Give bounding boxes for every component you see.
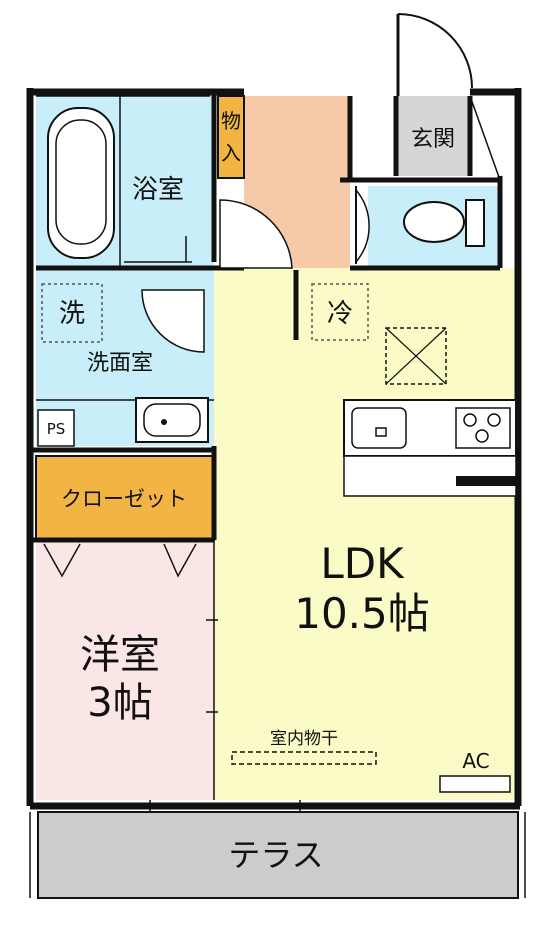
closet-label: クローゼット [61, 487, 187, 511]
wash-basin [135, 397, 209, 443]
washroom-door-swing [141, 289, 205, 353]
storage-label-1: 物 [221, 109, 241, 133]
fridge-space [311, 283, 369, 341]
terrace-label: テラス [228, 836, 323, 874]
storage-fill [217, 95, 245, 179]
bathtub [47, 107, 115, 259]
western-room-label: 洋室 [80, 632, 160, 678]
western-room-size: 3帖 [87, 680, 152, 726]
bath-label: 浴室 [132, 175, 184, 205]
toilet-door-swing [355, 189, 370, 263]
entrance-door-swing [396, 13, 473, 96]
terrace-area [37, 811, 519, 899]
hall-door-swing [219, 199, 293, 269]
indoor-drying-label: 室内物干 [270, 729, 338, 749]
interior-walls [30, 92, 503, 543]
washroom-label: 洗面室 [87, 351, 153, 376]
outer-walls [26, 88, 522, 810]
entrance-label: 玄関 [411, 127, 455, 152]
ldk-label: LDK [320, 539, 405, 588]
closet-doors [43, 543, 197, 578]
ac-label: AC [462, 749, 489, 773]
ps-label: PS [47, 420, 66, 438]
ac-unit [439, 775, 511, 793]
entrance-floor [396, 96, 470, 176]
ldk-floor [214, 268, 516, 800]
wash-symbol-label: 洗 [59, 299, 85, 329]
range-hood [385, 327, 447, 385]
storage-label-2: 入 [221, 141, 241, 165]
toilet [403, 199, 485, 247]
western-room-floor [36, 540, 214, 800]
fridge-label: 冷 [327, 299, 353, 329]
indoor-drying-bar [231, 751, 377, 765]
ps-box [37, 409, 75, 447]
ldk-size: 10.5帖 [294, 589, 430, 638]
bath-door-swing [124, 236, 192, 263]
kitchen-counter [343, 399, 517, 497]
closet-fill [35, 455, 215, 541]
washing-machine-pan [41, 283, 103, 343]
sliding-door-marks [149, 619, 301, 812]
